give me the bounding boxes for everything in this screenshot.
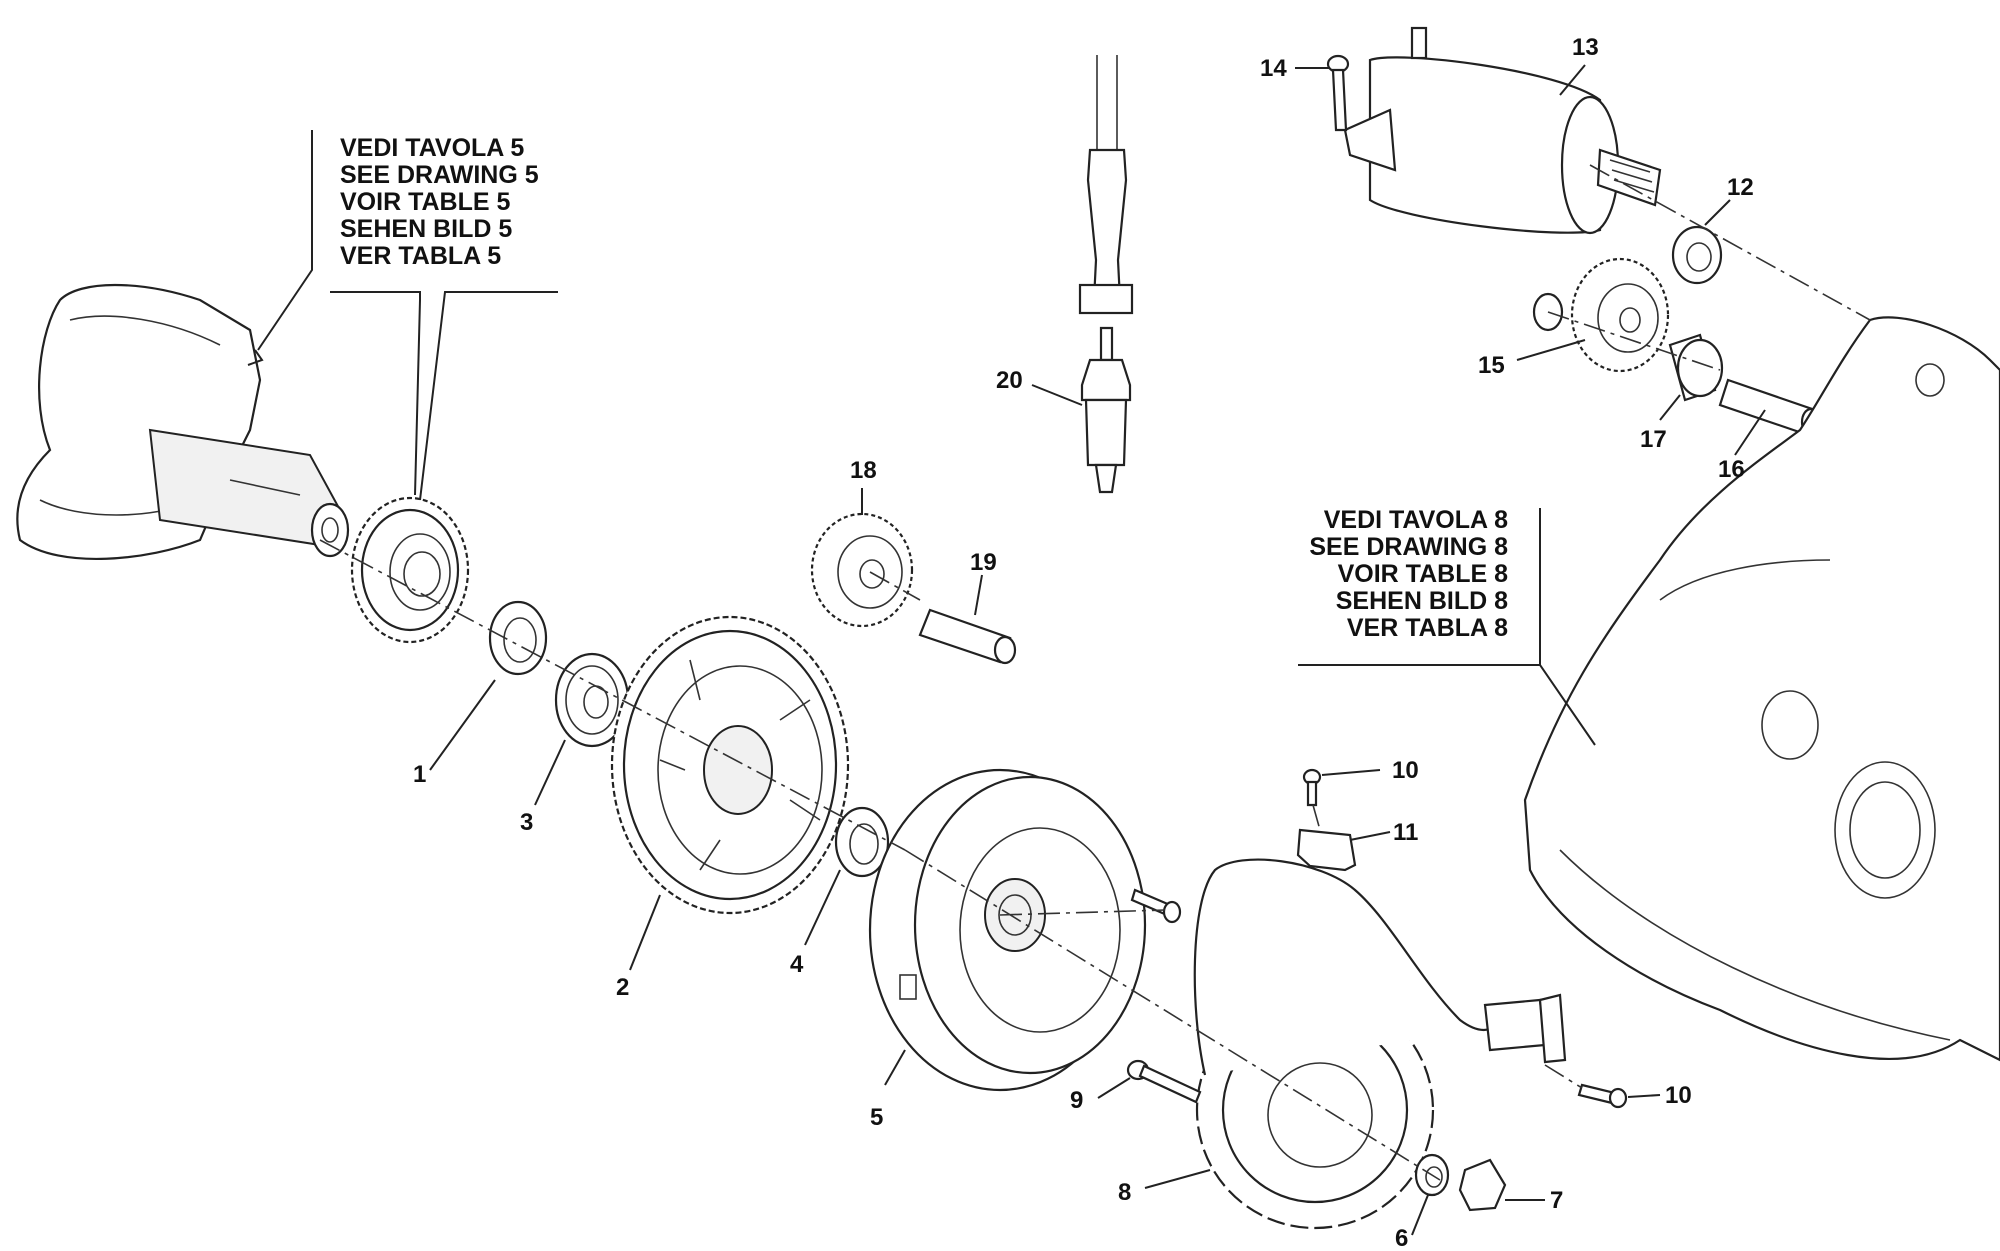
part-7-nut bbox=[1458, 1158, 1507, 1212]
part-11-clip bbox=[1296, 828, 1357, 872]
part-13-starter-motor bbox=[1343, 26, 1662, 235]
callout-15: 15 bbox=[1478, 352, 1505, 379]
ref5-line-it: VEDI TAVOLA 5 bbox=[340, 134, 524, 162]
ref5-line-fr: VOIR TABLE 5 bbox=[340, 188, 510, 216]
ref8-line-en: SEE DRAWING 8 bbox=[1309, 533, 1508, 561]
part-10-screw-top bbox=[1302, 768, 1322, 807]
ref5-line-de: SEHEN BILD 5 bbox=[340, 215, 512, 243]
ref5-line-es: VER TABLA 5 bbox=[340, 242, 501, 270]
callout-20: 20 bbox=[996, 367, 1023, 394]
callout-6: 6 bbox=[1395, 1225, 1408, 1246]
ref8-line-de: SEHEN BILD 8 bbox=[1336, 587, 1508, 615]
crankshaft-gear bbox=[350, 496, 470, 644]
engine-cover bbox=[1523, 316, 2000, 1062]
callout-4: 4 bbox=[790, 951, 804, 978]
part-12-bearing bbox=[1671, 225, 1723, 285]
crankshaft bbox=[16, 283, 350, 560]
part-15-idler-gear bbox=[1532, 257, 1670, 373]
part-17-bushing bbox=[1668, 333, 1724, 402]
callout-11: 11 bbox=[1393, 819, 1418, 846]
part-9-bolt bbox=[1126, 1059, 1202, 1104]
ref8-line-fr: VOIR TABLE 8 bbox=[1338, 560, 1508, 588]
part-10-screw-right bbox=[1577, 1083, 1628, 1109]
callout-16: 16 bbox=[1718, 456, 1745, 483]
part-2-large-gear bbox=[610, 615, 850, 915]
reference-drawing-8: VEDI TAVOLA 8 SEE DRAWING 8 VOIR TABLE 8… bbox=[1298, 506, 1596, 746]
callout-14: 14 bbox=[1260, 55, 1287, 82]
callout-5: 5 bbox=[870, 1104, 883, 1131]
part-20-spark-plug bbox=[1078, 55, 1134, 494]
reference-drawing-5: VEDI TAVOLA 5 SEE DRAWING 5 VOIR TABLE 5… bbox=[257, 130, 558, 501]
callout-3: 3 bbox=[520, 809, 533, 836]
axis-lines bbox=[319, 164, 1871, 1181]
part-18-small-gear bbox=[810, 512, 914, 628]
flywheel-bolt bbox=[1130, 888, 1182, 924]
stator-wiring bbox=[1193, 858, 1567, 1076]
callout-2: 2 bbox=[616, 974, 629, 1001]
ref5-line-en: SEE DRAWING 5 bbox=[340, 161, 539, 189]
part-4-washer bbox=[834, 806, 890, 878]
part-14-screw bbox=[1326, 54, 1350, 132]
callout-10-top: 10 bbox=[1392, 757, 1419, 784]
callouts: 1 2 3 4 5 6 7 8 9 10 10 11 12 13 14 15 1 bbox=[413, 34, 1766, 1251]
callout-10-right: 10 bbox=[1665, 1082, 1692, 1109]
callout-12: 12 bbox=[1727, 174, 1754, 201]
callout-17: 17 bbox=[1640, 426, 1667, 453]
callout-8: 8 bbox=[1118, 1179, 1131, 1206]
part-5-flywheel bbox=[868, 768, 1147, 1092]
callout-18: 18 bbox=[850, 457, 877, 484]
callout-1: 1 bbox=[413, 761, 426, 788]
ref8-line-it: VEDI TAVOLA 8 bbox=[1324, 506, 1508, 534]
callout-9: 9 bbox=[1070, 1087, 1083, 1114]
callout-19: 19 bbox=[970, 549, 997, 576]
part-1-washer bbox=[488, 600, 548, 676]
callout-7: 7 bbox=[1550, 1187, 1563, 1214]
callout-13: 13 bbox=[1572, 34, 1599, 61]
part-19-pin bbox=[918, 608, 1017, 665]
ref8-line-es: VER TABLA 8 bbox=[1347, 614, 1508, 642]
